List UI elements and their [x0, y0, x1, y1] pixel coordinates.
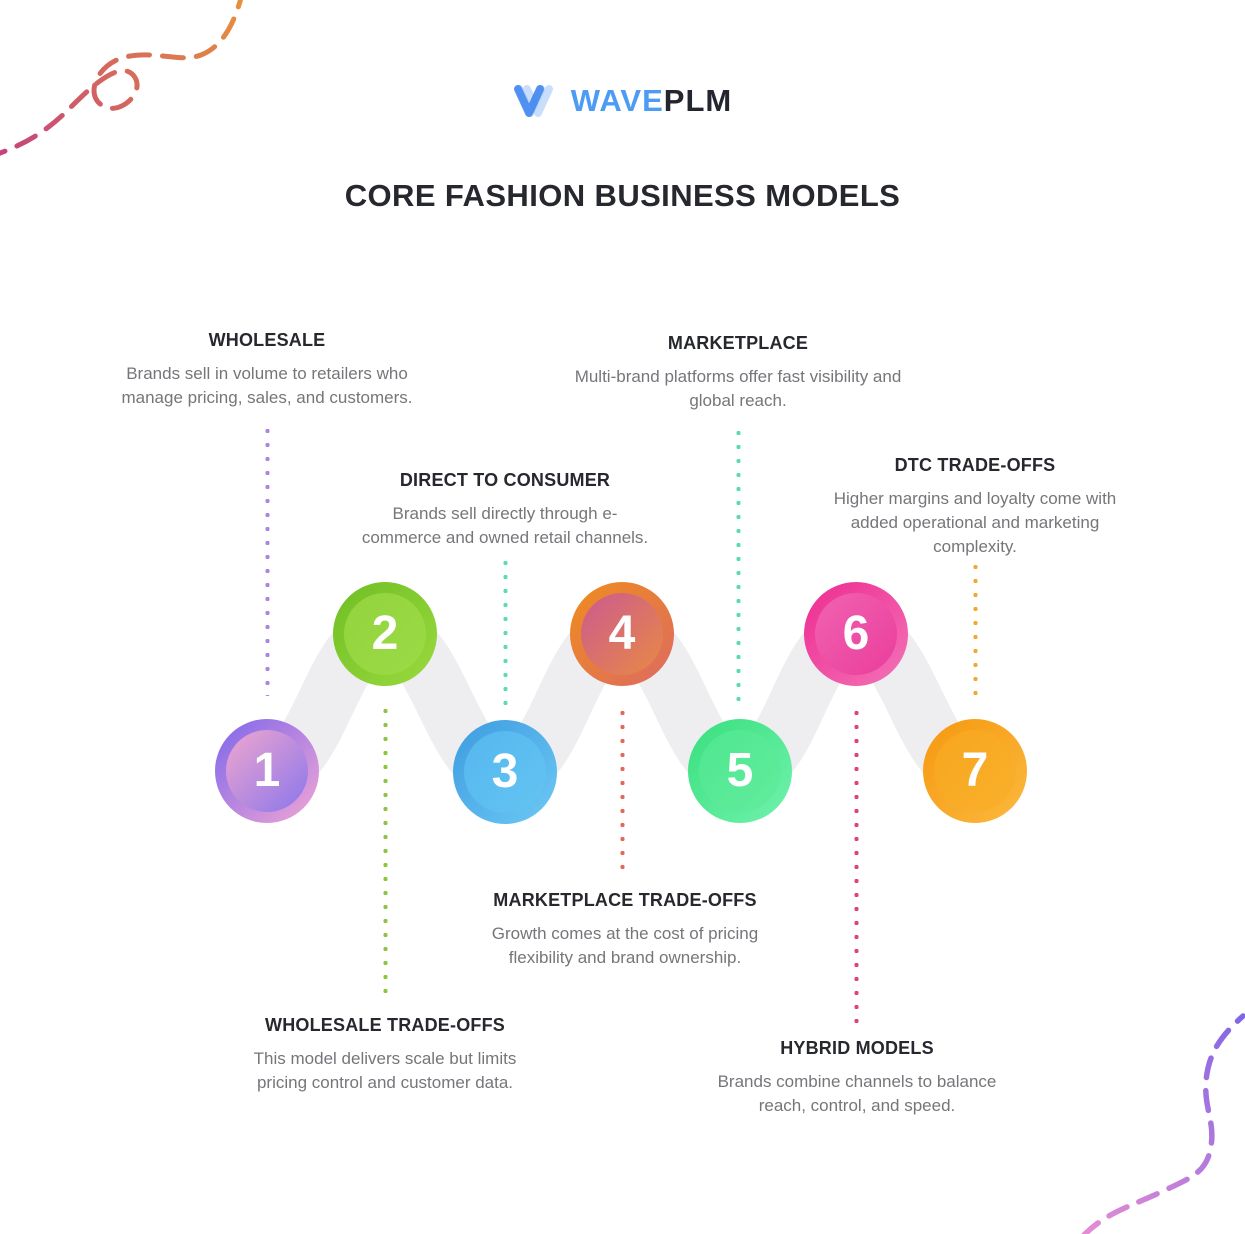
- wholesale-body: Brands sell in volume to retailers who m…: [121, 364, 413, 407]
- step-circle-3: 3: [453, 720, 557, 824]
- wholesale-block: WHOLESALE Brands sell in volume to retai…: [111, 330, 423, 410]
- direct-to-consumer-dotted-connector: [503, 556, 508, 708]
- marketplace-body: Multi-brand platforms offer fast visibil…: [574, 367, 902, 410]
- wholesale-title: WHOLESALE: [208, 330, 326, 350]
- step-circle-5: 5: [688, 719, 792, 823]
- marketplace-tradeoffs-title: MARKETPLACE TRADE-OFFS: [493, 890, 757, 910]
- marketplace-tradeoffs-block: MARKETPLACE TRADE-OFFS Growth comes at t…: [475, 890, 775, 970]
- marketplace-title: MARKETPLACE: [667, 333, 809, 353]
- waveplm-logo-icon: [513, 85, 553, 117]
- brand-name-primary: WAVE: [570, 83, 664, 118]
- marketplace-block: MARKETPLACE Multi-brand platforms offer …: [568, 333, 908, 413]
- decorative-dashed-curve-bottom-right: [1081, 1013, 1245, 1234]
- step-circle-7: 7: [923, 719, 1027, 823]
- decorative-dashed-curve-top-left: [0, 0, 244, 156]
- direct-to-consumer-body: Brands sell directly through e-commerce …: [361, 504, 649, 547]
- brand-wordmark: WAVEPLM: [571, 83, 732, 119]
- wholesale-tradeoffs-title: WHOLESALE TRADE-OFFS: [265, 1015, 505, 1035]
- step-circle-1-inner: 1: [226, 730, 308, 812]
- dtc-tradeoffs-block: DTC TRADE-OFFS Higher margins and loyalt…: [810, 455, 1140, 558]
- hybrid-models-body: Brands combine channels to balance reach…: [717, 1072, 997, 1115]
- step-number-3: 3: [491, 745, 519, 798]
- step-circle-1: 1: [215, 719, 319, 823]
- step-number-7: 7: [961, 744, 989, 797]
- step-circle-4: 4: [570, 582, 674, 686]
- step-number-1: 1: [253, 744, 281, 797]
- step-number-6: 6: [842, 607, 870, 660]
- wholesale-tradeoffs-dotted-connector: [383, 704, 388, 1000]
- marketplace-dotted-connector: [736, 426, 741, 702]
- wholesale-dotted-connector: [265, 424, 270, 696]
- hybrid-models-title: HYBRID MODELS: [780, 1038, 934, 1058]
- step-number-2: 2: [371, 607, 399, 660]
- wholesale-tradeoffs-body: This model delivers scale but limits pri…: [253, 1049, 517, 1092]
- step-number-4: 4: [608, 607, 636, 660]
- brand-logo: WAVEPLM: [0, 82, 1245, 120]
- step-circle-6: 6: [804, 582, 908, 686]
- direct-to-consumer-title: DIRECT TO CONSUMER: [399, 470, 611, 490]
- marketplace-tradeoffs-dotted-connector: [620, 706, 625, 872]
- step-circle-4-inner: 4: [581, 593, 663, 675]
- step-circle-6-inner: 6: [815, 593, 897, 675]
- step-circle-2: 2: [333, 582, 437, 686]
- step-circle-5-inner: 5: [699, 730, 781, 812]
- marketplace-tradeoffs-body: Growth comes at the cost of pricing flex…: [491, 924, 759, 967]
- dtc-tradeoffs-title: DTC TRADE-OFFS: [894, 455, 1056, 475]
- step-number-5: 5: [726, 744, 754, 797]
- page-title: CORE FASHION BUSINESS MODELS: [344, 178, 901, 213]
- step-circle-7-inner: 7: [934, 730, 1016, 812]
- step-circle-2-inner: 2: [344, 593, 426, 675]
- wholesale-tradeoffs-block: WHOLESALE TRADE-OFFS This model delivers…: [235, 1015, 535, 1095]
- step-circle-3-inner: 3: [464, 731, 546, 813]
- brand-name-secondary: PLM: [663, 83, 733, 118]
- hybrid-models-dotted-connector: [854, 706, 859, 1026]
- dtc-tradeoffs-dotted-connector: [973, 560, 978, 702]
- hybrid-models-block: HYBRID MODELS Brands combine channels to…: [700, 1038, 1015, 1118]
- direct-to-consumer-block: DIRECT TO CONSUMER Brands sell directly …: [355, 470, 655, 550]
- dtc-tradeoffs-body: Higher margins and loyalty come with add…: [833, 489, 1117, 556]
